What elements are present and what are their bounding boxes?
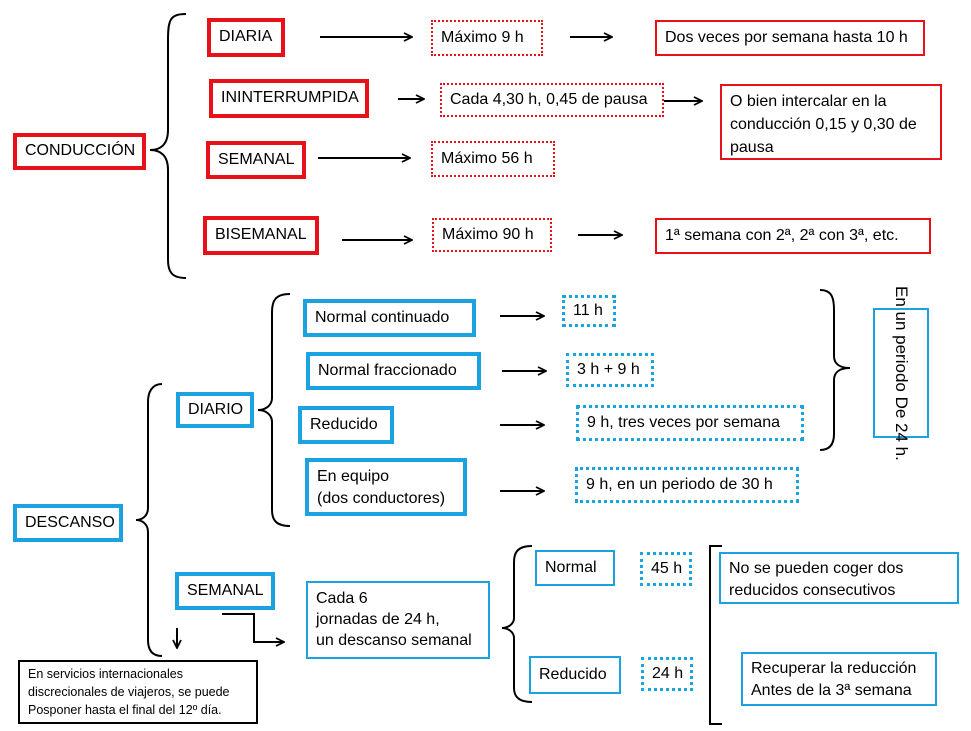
semanal-brace bbox=[501, 545, 533, 703]
diario-en-equipo-value: 9 h, en un periodo de 30 h bbox=[575, 467, 799, 503]
diario-en-equipo-line2: (dos conductores) bbox=[317, 489, 446, 507]
semanal-reducido-box: Reducido bbox=[529, 656, 621, 694]
conduccion-semanal-value: Máximo 56 h bbox=[431, 141, 555, 177]
conduccion-bisemanal-note: 1ª semana con 2ª, 2ª con 3ª, etc. bbox=[655, 218, 931, 254]
conduccion-brace bbox=[149, 13, 187, 279]
semanal-rule-line2: jornadas de 24 h, bbox=[316, 610, 440, 628]
conduccion-ininterrumpida-box: ININTERRUMPIDA bbox=[209, 79, 369, 118]
conduccion-bisemanal-box: BISEMANAL bbox=[203, 216, 319, 255]
diario-period-note: En un periodo De 24 h. bbox=[873, 286, 929, 460]
diario-en-equipo-line1: En equipo bbox=[317, 468, 390, 485]
semanal-normal-box: Normal bbox=[535, 550, 615, 586]
semanal-rule-line3: un descanso semanal bbox=[316, 631, 472, 649]
diario-reducido-value: 9 h, tres veces por semana bbox=[576, 405, 804, 441]
semanal-reducido-note: Recuperar la reducción Antes de la 3ª se… bbox=[741, 652, 937, 706]
period-brace bbox=[819, 289, 851, 451]
semanal-reducido-value: 24 h bbox=[641, 657, 693, 691]
conduccion-semanal-box: SEMANAL bbox=[206, 141, 306, 179]
semanal-normal-note: No se pueden coger dos reducidos consecu… bbox=[719, 552, 959, 604]
descanso-diario-box: DIARIO bbox=[176, 392, 254, 428]
diario-normal-continuado-box: Normal continuado bbox=[303, 299, 476, 337]
diario-normal-continuado-value: 11 h bbox=[562, 295, 616, 327]
descanso-semanal-box: SEMANAL bbox=[175, 572, 275, 610]
diario-brace bbox=[257, 293, 291, 527]
notes-bracket bbox=[709, 545, 722, 725]
semanal-rule-line1: Cada 6 bbox=[316, 590, 368, 607]
conduccion-diaria-box: DIARIA bbox=[207, 18, 285, 57]
diario-normal-fraccionado-box: Normal fraccionado bbox=[306, 352, 481, 390]
descanso-brace bbox=[135, 383, 163, 657]
diario-normal-fraccionado-value: 3 h + 9 h bbox=[566, 353, 654, 387]
descanso-box: DESCANSO bbox=[13, 504, 123, 542]
conduccion-box: CONDUCCIÓN bbox=[13, 133, 146, 170]
semanal-reducido-note-line1: Recuperar la reducción bbox=[751, 660, 917, 677]
semanal-rule-box: Cada 6 jornadas de 24 h, un descanso sem… bbox=[306, 581, 490, 659]
conduccion-ininterrumpida-note: O bien intercalar en la conducción 0,15 … bbox=[720, 84, 942, 160]
conduccion-diaria-note: Dos veces por semana hasta 10 h bbox=[655, 20, 925, 56]
internacional-note: En servicios internacionales discreciona… bbox=[18, 660, 258, 724]
semanal-reducido-note-line2: Antes de la 3ª semana bbox=[751, 681, 912, 699]
semanal-normal-value: 45 h bbox=[640, 552, 692, 586]
conduccion-diaria-value: Máximo 9 h bbox=[431, 20, 543, 56]
diario-reducido-box: Reducido bbox=[298, 406, 394, 444]
diario-en-equipo-box: En equipo (dos conductores) bbox=[305, 458, 467, 516]
conduccion-ininterrumpida-value: Cada 4,30 h, 0,45 de pausa bbox=[440, 83, 664, 117]
conduccion-bisemanal-value: Máximo 90 h bbox=[432, 218, 552, 252]
